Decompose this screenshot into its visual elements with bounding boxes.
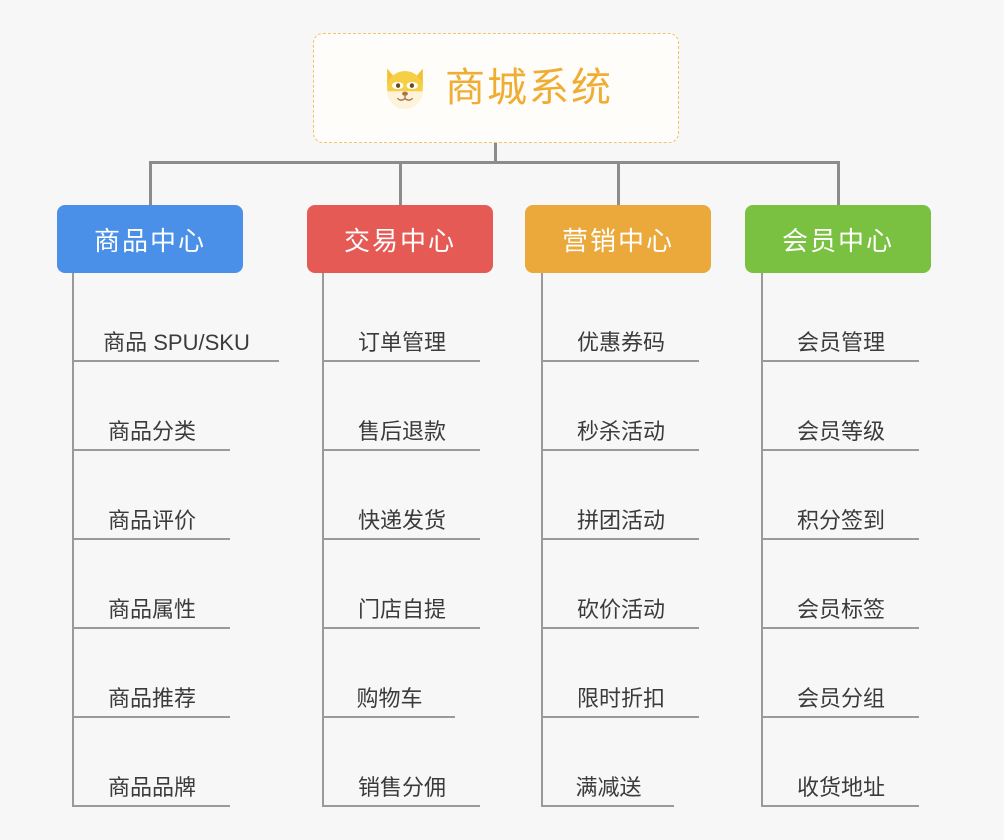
leaf-item[interactable]: 快递发货 [324, 451, 480, 540]
branch-label-3: 营销中心 [561, 225, 674, 256]
leaf-label: 快递发货 [357, 507, 446, 533]
leaf-item[interactable]: 商品推荐 [74, 629, 230, 718]
branch-box-1[interactable]: 商品中心 [57, 205, 243, 273]
root-node[interactable]: 商城系统 [313, 33, 679, 143]
leaf-item[interactable]: 商品 SPU/SKU [74, 273, 279, 362]
leaf-item[interactable]: 拼团活动 [543, 451, 699, 540]
leaf-label: 优惠券码 [576, 329, 665, 355]
branch-box-4[interactable]: 会员中心 [745, 205, 931, 273]
leaf-label: 商品品牌 [107, 774, 196, 800]
leaf-item[interactable]: 满减送 [543, 718, 674, 807]
leaf-item[interactable]: 商品分类 [74, 362, 230, 451]
leaf-label: 订单管理 [357, 329, 446, 355]
leaf-item[interactable]: 积分签到 [763, 451, 919, 540]
leaf-label: 商品属性 [107, 596, 196, 622]
leaf-item[interactable]: 优惠券码 [543, 273, 699, 362]
leaf-item[interactable]: 商品属性 [74, 540, 230, 629]
leaf-label: 会员标签 [796, 596, 885, 622]
connector-drop-4 [837, 161, 840, 207]
leaf-trunk-line-2 [322, 273, 324, 807]
leaf-item[interactable]: 购物车 [324, 629, 455, 718]
leaf-item[interactable]: 收货地址 [763, 718, 919, 807]
leaf-label: 秒杀活动 [576, 418, 665, 444]
branch-box-2[interactable]: 交易中心 [307, 205, 493, 273]
connector-root-stem [494, 143, 497, 164]
branch-label-2: 交易中心 [343, 225, 456, 256]
leaf-item[interactable]: 会员管理 [763, 273, 919, 362]
branch-label-1: 商品中心 [93, 225, 206, 256]
leaf-trunk-line-1 [72, 273, 74, 807]
leaf-label: 限时折扣 [576, 685, 665, 711]
leaf-item[interactable]: 限时折扣 [543, 629, 699, 718]
leaf-label: 拼团活动 [576, 507, 665, 533]
leaf-label: 砍价活动 [576, 596, 665, 622]
connector-drop-3 [617, 161, 620, 207]
leaf-label: 会员分组 [796, 685, 885, 711]
leaf-item[interactable]: 商品品牌 [74, 718, 230, 807]
leaf-label: 门店自提 [357, 596, 446, 622]
leaf-item[interactable]: 砍价活动 [543, 540, 699, 629]
connector-drop-1 [149, 161, 152, 207]
branch-label-4: 会员中心 [781, 225, 894, 256]
leaf-label: 会员等级 [796, 418, 885, 444]
leaf-label: 商品 SPU/SKU [103, 329, 250, 355]
leaf-label: 购物车 [356, 685, 423, 711]
leaf-label: 商品推荐 [107, 685, 196, 711]
leaf-item[interactable]: 会员等级 [763, 362, 919, 451]
leaf-label: 满减送 [575, 774, 642, 800]
leaf-item[interactable]: 销售分佣 [324, 718, 480, 807]
connector-horizontal-bus [149, 161, 840, 164]
leaf-item[interactable]: 会员标签 [763, 540, 919, 629]
leaf-item[interactable]: 秒杀活动 [543, 362, 699, 451]
leaf-item[interactable]: 会员分组 [763, 629, 919, 718]
leaf-item[interactable]: 售后退款 [324, 362, 480, 451]
leaf-label: 售后退款 [357, 418, 446, 444]
leaf-item[interactable]: 订单管理 [324, 273, 480, 362]
leaf-item[interactable]: 商品评价 [74, 451, 230, 540]
leaf-label: 积分签到 [796, 507, 885, 533]
leaf-trunk-line-4 [761, 273, 763, 807]
branch-box-3[interactable]: 营销中心 [525, 205, 711, 273]
shiba-dog-face-icon [387, 68, 423, 110]
leaf-label: 商品分类 [107, 418, 196, 444]
connector-drop-2 [399, 161, 402, 207]
leaf-label: 收货地址 [796, 774, 885, 800]
leaf-label: 会员管理 [796, 329, 885, 355]
root-label: 商城系统 [445, 66, 613, 110]
leaf-item[interactable]: 门店自提 [324, 540, 480, 629]
leaf-label: 销售分佣 [357, 774, 446, 800]
leaf-label: 商品评价 [107, 507, 196, 533]
leaf-trunk-line-3 [541, 273, 543, 807]
